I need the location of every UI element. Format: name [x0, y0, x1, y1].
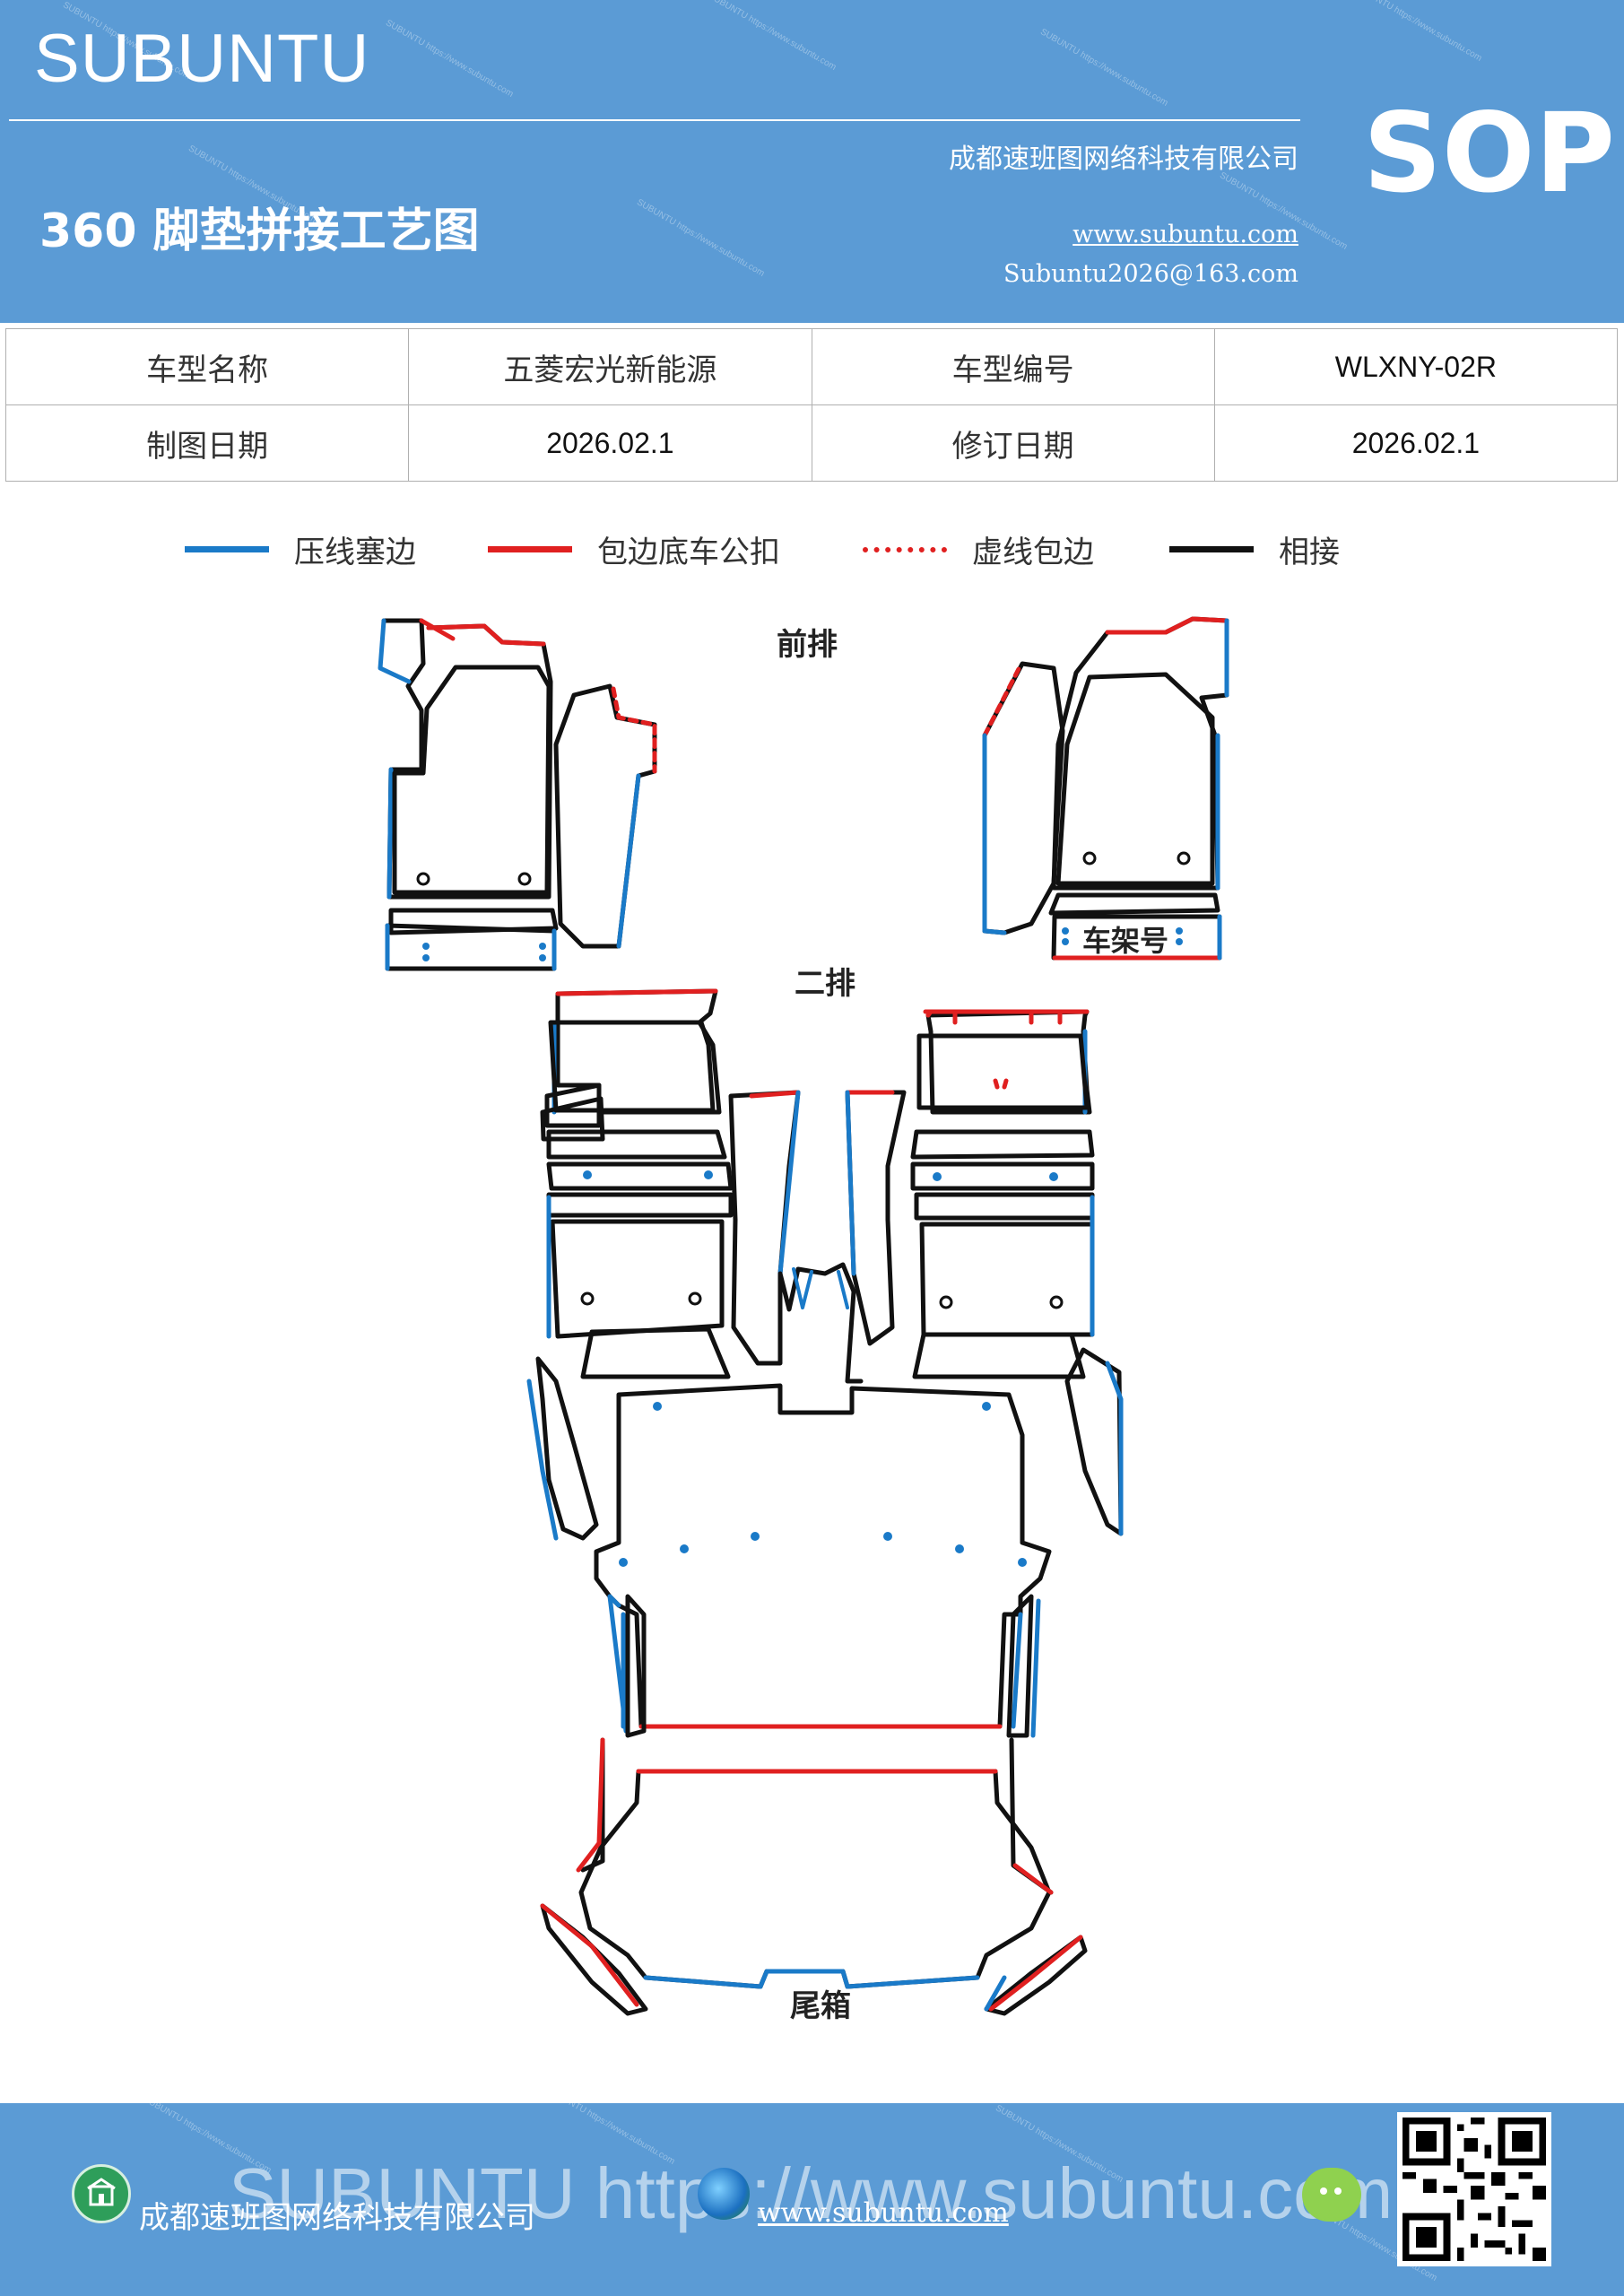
- legend-swatch-black: [1169, 546, 1254, 552]
- qr-code[interactable]: [1397, 2112, 1551, 2266]
- vin-label: 车架号: [1082, 924, 1168, 958]
- legend-swatch-red: [488, 546, 572, 552]
- company-name: 成都速班图网络科技有限公司: [949, 144, 1298, 175]
- legend-item: 包边底车公扣: [488, 525, 780, 574]
- wechat-icon: [1302, 2168, 1361, 2222]
- watermark: SUBUNTU https://www.subuntu.com: [1352, 0, 1484, 64]
- watermark: SUBUNTU https://www.subuntu.com: [1038, 27, 1170, 109]
- globe-icon: [698, 2168, 750, 2220]
- footer-watermark-text: SUBUNTU https://www.subuntu.com: [229, 2153, 1394, 2233]
- center-floor-mat: [526, 1347, 1124, 1738]
- website-link[interactable]: www.subuntu.com: [1073, 221, 1298, 248]
- document-title: 360 脚垫拼接工艺图: [39, 204, 480, 258]
- watermark: SUBUNTU https://www.subuntu.com: [384, 18, 516, 100]
- legend-item: 虚线包边: [863, 525, 1094, 574]
- model-code-label: 车型编号: [811, 328, 1215, 405]
- vehicle-info-table: 车型名称 五菱宏光新能源 车型编号 WLXNY-02R 制图日期 2026.02…: [4, 328, 1619, 482]
- second-row-left-mat: [540, 988, 801, 1379]
- draw-date-value: 2026.02.1: [408, 404, 812, 482]
- watermark: SUBUNTU https://www.subuntu.com: [707, 0, 838, 73]
- table-row: 制图日期 2026.02.1 修订日期 2026.02.1: [4, 404, 1619, 482]
- table-row: 车型名称 五菱宏光新能源 车型编号 WLXNY-02R: [4, 328, 1619, 405]
- tunnel-piece: [777, 1262, 864, 1384]
- brand-name: SUBUNTU: [34, 21, 370, 97]
- footer-website-link[interactable]: www.subuntu.com: [758, 2197, 1009, 2229]
- revise-date-value: 2026.02.1: [1213, 404, 1619, 482]
- sop-badge: SOP: [1363, 90, 1615, 217]
- legend-item: 压线塞边: [185, 525, 416, 574]
- model-name-label: 车型名称: [4, 328, 410, 405]
- trunk-mat: [540, 1737, 1088, 2016]
- front-right-mat: [982, 616, 1229, 961]
- legend-item: 相接: [1169, 525, 1340, 574]
- legend-label: 压线塞边: [294, 535, 416, 570]
- second-row-label: 二排: [795, 966, 855, 1002]
- front-left-mat: [378, 618, 657, 971]
- legend-swatch-blue: [185, 546, 269, 552]
- legend-label: 包边底车公扣: [597, 535, 780, 570]
- email-address[interactable]: Subuntu2026@163.com: [1003, 260, 1298, 288]
- building-icon: [72, 2164, 131, 2223]
- draw-date-label: 制图日期: [4, 404, 410, 482]
- legend-label: 虚线包边: [972, 535, 1094, 570]
- footer-banner: SUBUNTU https://www.subuntu.com SUBUNTU …: [0, 2103, 1624, 2296]
- qr-code-icon: [1403, 2118, 1546, 2261]
- line-legend: 压线塞边 包边底车公扣 虚线包边 相接: [0, 525, 1624, 574]
- model-code-value: WLXNY-02R: [1213, 328, 1619, 405]
- header-divider: [9, 119, 1300, 121]
- revise-date-label: 修订日期: [811, 404, 1215, 482]
- model-name-value: 五菱宏光新能源: [408, 328, 812, 405]
- legend-swatch-red-dashed: [863, 546, 947, 552]
- watermark: SUBUNTU https://www.subuntu.com: [635, 197, 767, 279]
- second-row-right-mat: [845, 1009, 1095, 1379]
- tunnel-edge: [792, 1267, 849, 1309]
- header-banner: SUBUNTU https://www.subuntu.com SUBUNTU …: [0, 0, 1624, 323]
- footer-company-name: 成都速班图网络科技有限公司: [139, 2200, 535, 2236]
- front-row-label: 前排: [777, 627, 838, 663]
- trunk-label: 尾箱: [790, 1988, 851, 2024]
- floor-mat-diagram: 前排 二排 尾箱: [378, 616, 1229, 2024]
- legend-label: 相接: [1279, 535, 1340, 570]
